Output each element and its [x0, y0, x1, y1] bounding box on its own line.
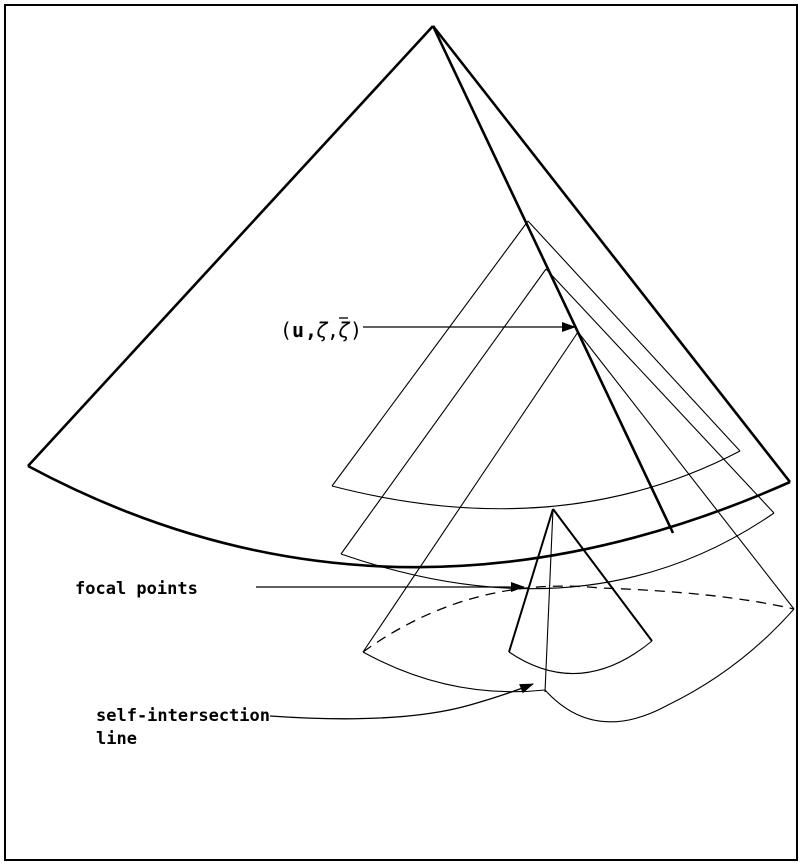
small-cone-right-edge: [552, 508, 653, 642]
point-label-zetabar: ζ: [338, 318, 351, 342]
point-label-zeta: ζ: [316, 318, 329, 342]
swept-surface: [331, 220, 795, 723]
large-cone-right-edge: [431, 25, 792, 483]
sweep-line-5: [362, 331, 579, 653]
self-intersection-label: self-intersection line: [96, 683, 534, 749]
large-cone: [27, 25, 792, 569]
sweep-line-1: [331, 220, 529, 487]
sweep-arc-2: [340, 512, 775, 590]
self-intersection-label-line1: self-intersection: [96, 706, 270, 726]
sweep-arc-4: [544, 608, 795, 723]
sweep-line-3: [340, 268, 547, 555]
point-label-open: (: [280, 318, 292, 342]
generator-line: [431, 25, 675, 534]
focal-label: focal points: [75, 579, 525, 599]
sweep-line-4: [545, 268, 775, 514]
point-label-close: ): [350, 318, 362, 342]
point-label-comma1: ,: [305, 318, 317, 342]
point-label-u: u: [292, 318, 304, 342]
self-intersection-arrow: [269, 683, 534, 720]
self-intersection-line: [544, 508, 554, 693]
sweep-line-6: [577, 331, 795, 610]
sweep-line-2: [527, 220, 741, 452]
point-label: ( u , ζ , ζ ): [280, 317, 576, 342]
small-cone-left-edge: [508, 508, 554, 653]
large-cone-left-edge: [27, 25, 434, 467]
large-cone-base-arc: [27, 464, 791, 569]
caustic-dashed-arc: [362, 585, 795, 653]
focal-points-label: focal points: [75, 579, 198, 599]
diagram-frame: [4, 4, 798, 861]
small-cone-base-arc: [508, 640, 653, 675]
sweep-arc-1: [331, 450, 741, 510]
point-label-comma2: ,: [327, 318, 339, 342]
small-cone: [508, 508, 653, 693]
self-intersection-label-line2: line: [96, 729, 137, 749]
